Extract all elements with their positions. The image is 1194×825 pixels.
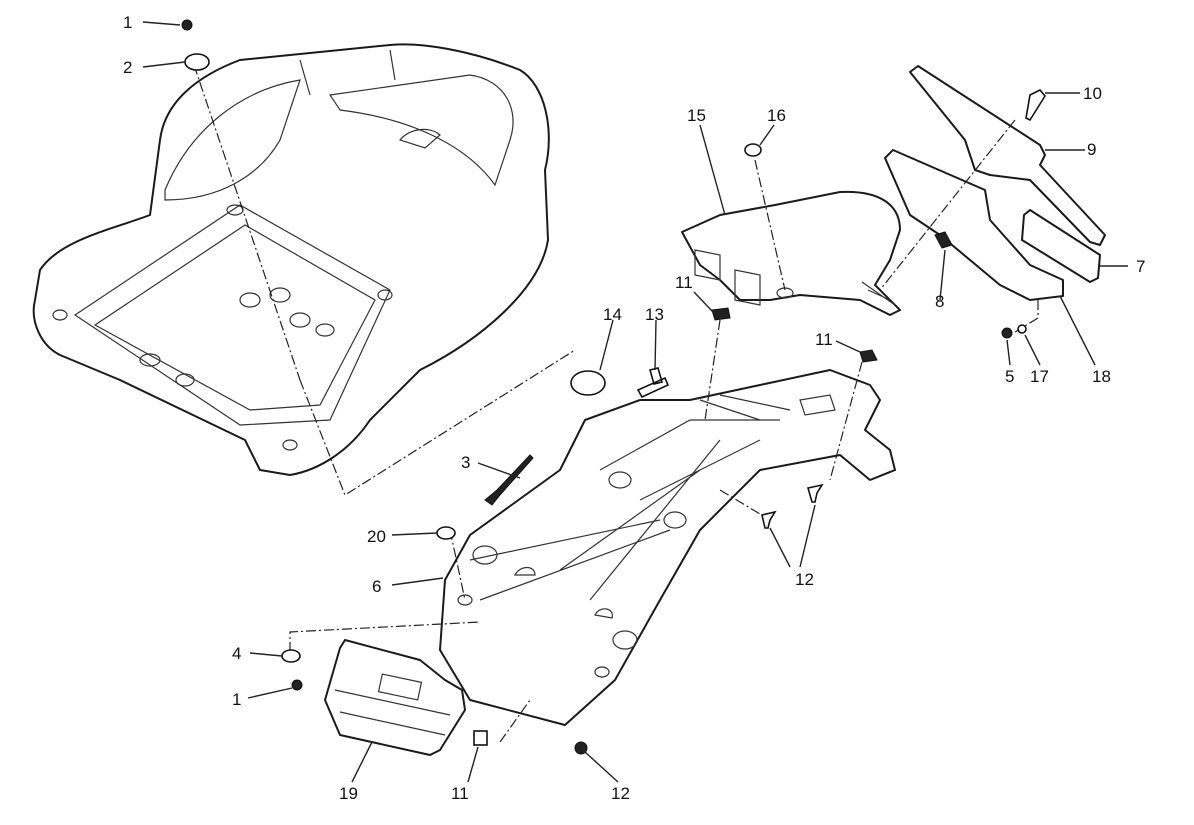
callout-6: 6 [372,577,381,596]
callout-11-top: 11 [675,273,693,292]
callout-13: 13 [645,305,664,324]
screw-12-c [574,741,588,755]
washer-17 [1017,324,1027,334]
cable-tie-3 [484,454,534,506]
leader-lines [142,21,1128,783]
clip-8 [934,231,953,249]
callout-14: 14 [603,305,622,324]
callout-10: 10 [1083,84,1102,103]
callout-19: 19 [339,784,358,803]
callout-2: 2 [123,58,132,77]
clip-11-top [711,307,731,321]
callout-16: 16 [767,106,786,125]
screw-12-b [806,483,824,503]
clip-13 [636,367,670,399]
screw-1-top [181,19,193,31]
nut-5 [1001,327,1013,339]
washer-2 [184,53,210,71]
callout-11-right: 11 [815,330,833,349]
callout-9: 9 [1087,140,1096,159]
callout-20: 20 [367,527,386,546]
plug-16 [744,143,762,157]
assembly-centerlines [193,64,1039,743]
callout-18: 18 [1092,367,1111,386]
upper-cover-part [681,190,901,316]
callout-7: 7 [1136,257,1145,276]
rear-mudguard-part [439,369,896,726]
bracket-part [909,65,1106,246]
grommet-4 [281,649,301,663]
grommet-20 [436,526,456,540]
clip-11-bottom [473,730,488,746]
screw-10 [1025,89,1046,122]
callout-labels: 1 2 3 4 1 5 6 7 8 9 10 11 11 11 12 12 13… [123,13,1145,803]
clip-11-right [859,349,878,363]
callout-15: 15 [687,106,706,125]
callout-17: 17 [1030,367,1049,386]
screw-1-bottom [291,679,303,691]
seat-subframe-part [32,43,550,476]
plate-holder-part [884,149,1064,301]
callout-12-right: 12 [795,570,814,589]
callout-3: 3 [461,453,470,472]
grommet-14 [570,370,606,396]
callout-12-bottom: 12 [611,784,630,803]
callout-8: 8 [935,292,944,311]
callout-1-top: 1 [123,13,132,32]
reflector-part [1021,209,1101,283]
callout-4: 4 [232,644,241,663]
callout-11-bottom: 11 [451,784,469,803]
callout-1-bottom: 1 [232,690,241,709]
front-cover-part [324,639,466,756]
screw-12-a [761,510,777,529]
callout-5: 5 [1005,367,1014,386]
